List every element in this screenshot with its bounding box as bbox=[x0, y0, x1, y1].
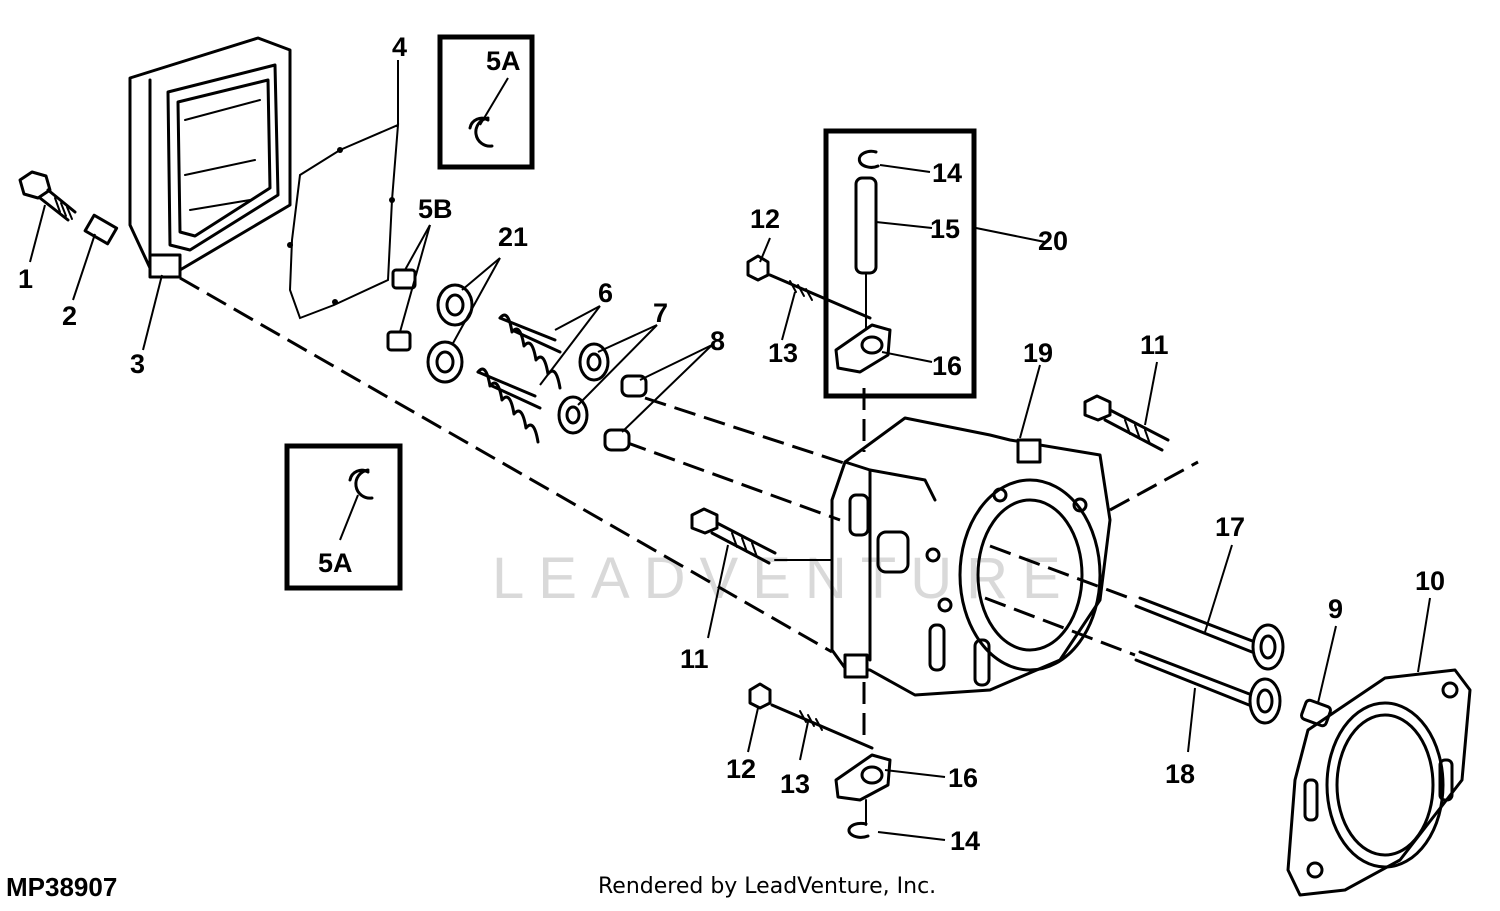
part-17-intake-valve bbox=[1134, 596, 1285, 671]
part-1-bolt bbox=[18, 170, 77, 222]
callout-20: 20 bbox=[1038, 226, 1068, 256]
part-5a-box-top bbox=[437, 34, 535, 170]
callout-18: 18 bbox=[1165, 759, 1195, 789]
callout-13-top: 13 bbox=[768, 338, 798, 368]
part-11-bolt-bottom bbox=[690, 507, 833, 565]
callout-4: 4 bbox=[392, 32, 407, 62]
part-13-stud-bottom bbox=[770, 703, 874, 750]
part-3-rocker-cover bbox=[128, 36, 292, 279]
leader-lines bbox=[29, 60, 1431, 841]
callout-21: 21 bbox=[498, 222, 528, 252]
callout-11-top: 11 bbox=[1140, 330, 1169, 360]
part-21-seals bbox=[426, 283, 474, 384]
callout-14-bottom: 14 bbox=[950, 826, 980, 856]
part-14-clip-top bbox=[857, 149, 880, 169]
part-12-nut-bottom bbox=[748, 682, 772, 710]
callout-2: 2 bbox=[62, 301, 77, 331]
callout-1: 1 bbox=[18, 264, 33, 294]
callout-13-bottom: 13 bbox=[780, 769, 810, 799]
callout-12-bottom: 12 bbox=[726, 754, 756, 784]
part-16-rocker-top bbox=[834, 323, 892, 374]
part-2-spacer bbox=[83, 213, 119, 246]
part-10-head-gasket bbox=[1286, 668, 1472, 897]
part-14-clip-bottom bbox=[847, 821, 870, 839]
callout-14-top: 14 bbox=[932, 158, 962, 188]
callout-9: 9 bbox=[1328, 594, 1343, 624]
callout-19: 19 bbox=[1023, 338, 1053, 368]
part-5a-box-left bbox=[284, 443, 403, 591]
callout-5b: 5B bbox=[418, 194, 453, 224]
callout-16-bottom: 16 bbox=[948, 763, 978, 793]
callout-7: 7 bbox=[653, 298, 668, 328]
part-13-stud-top bbox=[768, 273, 872, 320]
part-8-rotators bbox=[603, 374, 648, 452]
callout-8: 8 bbox=[710, 326, 725, 356]
part-20-box bbox=[823, 128, 977, 399]
callout-11-bottom: 11 bbox=[680, 644, 709, 674]
callout-5a-left: 5A bbox=[318, 548, 353, 578]
assembly-lines bbox=[179, 276, 1199, 742]
callout-6: 6 bbox=[598, 278, 613, 308]
part-4-gasket bbox=[287, 123, 400, 320]
callout-12-top: 12 bbox=[750, 204, 780, 234]
part-5b-valve-caps bbox=[386, 268, 417, 352]
part-11-bolt-top bbox=[1083, 394, 1170, 452]
figure-id: MP38907 bbox=[6, 872, 118, 902]
callout-5a-top: 5A bbox=[486, 46, 521, 76]
credit-text: Rendered by LeadVenture, Inc. bbox=[598, 874, 937, 899]
part-5a-keeper-icon-left bbox=[348, 468, 374, 500]
part-15-shaft bbox=[854, 176, 878, 331]
part-19-cylinder-head bbox=[830, 416, 1112, 697]
callouts: 1 2 3 4 5A 5A 5B 21 6 7 8 12 13 14 15 20… bbox=[18, 32, 1445, 856]
callout-10: 10 bbox=[1415, 566, 1445, 596]
callout-17: 17 bbox=[1215, 512, 1245, 542]
callout-3: 3 bbox=[130, 349, 145, 379]
part-7-retainers bbox=[557, 342, 610, 435]
callout-16-top: 16 bbox=[932, 351, 962, 381]
part-12-nut-top bbox=[746, 254, 770, 282]
part-16-rocker-bottom bbox=[834, 753, 892, 826]
callout-15: 15 bbox=[930, 214, 960, 244]
watermark-text: LEADVENTURE bbox=[492, 546, 1075, 611]
part-9-dowel bbox=[1299, 698, 1333, 728]
part-18-exhaust-valve bbox=[1134, 650, 1282, 725]
part-6-springs bbox=[476, 313, 562, 444]
